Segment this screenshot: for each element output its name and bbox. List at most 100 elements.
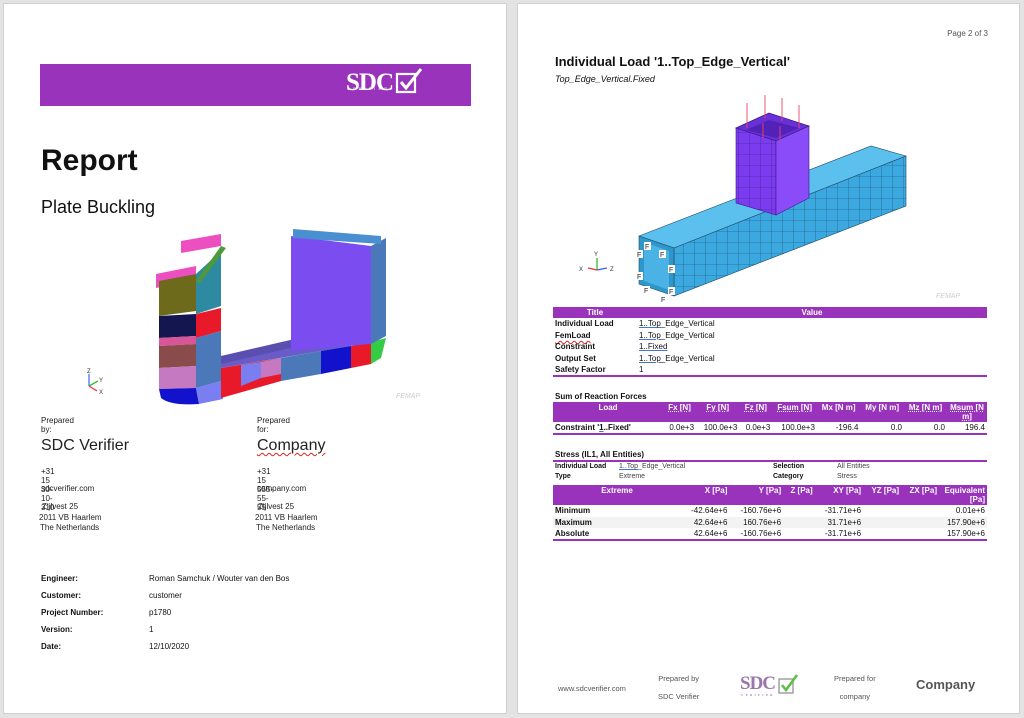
table-row: Maximum 42.64e+6 160.76e+6 31.71e+6 157.…: [553, 516, 987, 528]
column-header: Load: [553, 402, 663, 422]
svg-text:Z: Z: [87, 369, 91, 375]
column-header: XY [Pa]: [814, 485, 864, 505]
cell: [863, 505, 901, 517]
load-name: ..Fixed': [603, 422, 631, 432]
load-subtitle: Top_Edge_Vertical.Fixed: [555, 74, 655, 84]
column-header: Fx [N]: [668, 403, 691, 412]
cell: 0.01e+6: [955, 506, 985, 516]
address-line: Zijlvest 25: [258, 502, 295, 511]
svg-text:Z: Z: [610, 267, 614, 273]
svg-text:F: F: [637, 252, 641, 259]
row-value-link[interactable]: 1..Top: [639, 353, 661, 363]
report-subtitle: Plate Buckling: [41, 197, 156, 217]
cell: [863, 516, 902, 528]
green-check-icon: [778, 674, 799, 694]
section-divider: [553, 460, 987, 462]
page-footer: www.sdcverifier.com Prepared by SDC Veri…: [518, 669, 1021, 709]
row-label: Maximum: [553, 516, 681, 528]
cell: [901, 528, 939, 541]
hull-model-image: Z Y X FEMAP: [87, 229, 420, 405]
prepared-by-phone: +31 15 30-10-310: [41, 467, 55, 512]
column-header: Fy [N]: [706, 403, 730, 412]
svg-text:FEMAP: FEMAP: [396, 393, 420, 400]
cell-my: 0.0: [860, 422, 904, 435]
prepared-for-address: Zijlvest 25 2011 VB Haarlem The Netherla…: [255, 502, 318, 534]
table-header-row: Extreme X [Pa] Y [Pa] Z [Pa] XY [Pa] YZ …: [553, 485, 987, 505]
table-row: Minimum -42.64e+6 -160.76e+6 -31.71e+6 0…: [553, 505, 987, 517]
prepared-by-address: Zijlvest 25 2011 VB Haarlem The Netherla…: [39, 502, 102, 534]
row-value-link[interactable]: 1..Top: [639, 319, 661, 329]
cell: 157.90e+6: [939, 528, 987, 541]
row-title: FemLoad: [555, 330, 591, 340]
row-value: _Edge_Vertical: [660, 353, 715, 363]
column-header: My [N m]: [860, 402, 904, 422]
meta-value: Stress: [837, 473, 857, 480]
meta-key: Individual Load: [555, 463, 607, 470]
column-header: Title: [553, 307, 637, 318]
load-results-page: Page 2 of 3 Individual Load '1..Top_Edge…: [517, 3, 1020, 714]
cell-fy: 100.0e+3: [696, 422, 740, 435]
page-number: Page 2 of 3: [947, 29, 988, 38]
column-header: Value: [637, 307, 987, 318]
cell: -160.76e+6: [729, 528, 784, 541]
footer-prepared-for-value: company: [839, 692, 871, 701]
cell: 42.64e+6: [681, 528, 730, 541]
row-title: Individual Load: [555, 319, 614, 329]
footer-prepared-by-value: SDC Verifier: [658, 692, 700, 701]
column-header: Mz [N m]: [908, 403, 943, 412]
svg-text:Y: Y: [594, 252, 598, 258]
cell-fsum: 100.0e+3: [772, 422, 817, 435]
footer-website-link[interactable]: www.sdcverifier.com: [558, 684, 626, 693]
row-title: Safety Factor: [553, 364, 637, 377]
svg-text:X: X: [99, 390, 103, 396]
cell: 160.76e+6: [729, 516, 784, 528]
info-row-version: Version:1: [41, 621, 289, 638]
column-header: Mx [N m]: [816, 402, 861, 422]
svg-text:Y: Y: [99, 378, 103, 384]
info-value: 12/10/2020: [149, 642, 190, 651]
cell-mz: 0.0: [903, 422, 947, 435]
footer-logo-text: SDC: [740, 673, 776, 694]
project-info-table: Engineer:Roman Samchuk / Wouter van den …: [41, 570, 289, 655]
svg-text:F: F: [669, 267, 673, 274]
meta-value: Extreme: [619, 473, 646, 480]
footer-company-logo: Company: [916, 677, 976, 692]
footer-prepared-for-label: Prepared for: [834, 674, 876, 683]
column-header: Y [Pa]: [729, 485, 784, 505]
cell-msum: 196.4: [947, 422, 987, 435]
cell: -42.64e+6: [691, 506, 728, 516]
address-line: 2011 VB Haarlem: [39, 512, 102, 522]
address-line: 2011 VB Haarlem: [255, 512, 318, 522]
prepared-for-phone: +31 15 555-55-55: [257, 467, 274, 512]
meta-link[interactable]: 1..Top: [619, 463, 639, 470]
column-header: Z [Pa]: [783, 485, 815, 505]
cell-mx: -196.4: [816, 422, 861, 435]
table-header-row: Title Value: [553, 307, 987, 318]
prepared-for-label: Prepared for:: [257, 416, 290, 434]
logo-subtext: VERIFIER: [346, 86, 391, 91]
svg-text:F: F: [644, 288, 648, 295]
prepared-for-website[interactable]: company.com: [257, 484, 307, 493]
cell: 31.71e+6: [814, 516, 864, 528]
column-header: Equivalent [Pa]: [939, 485, 987, 505]
prepared-by-website[interactable]: sdcverifier.com: [41, 484, 95, 493]
row-value-link[interactable]: 1..Top: [639, 330, 661, 340]
footer-prepared-by-label: Prepared by: [658, 674, 700, 683]
cell: [783, 505, 815, 517]
column-header: Fsum [N]: [777, 403, 812, 412]
load-link[interactable]: 1: [599, 422, 604, 432]
row-value-link[interactable]: 1..Fixed: [639, 342, 668, 352]
cell: 157.90e+6: [939, 516, 987, 528]
svg-text:X: X: [579, 267, 583, 273]
table-row: Absolute 42.64e+6 -160.76e+6 -31.71e+6 1…: [553, 528, 987, 541]
prepared-by-label: Prepared by:: [41, 416, 74, 434]
